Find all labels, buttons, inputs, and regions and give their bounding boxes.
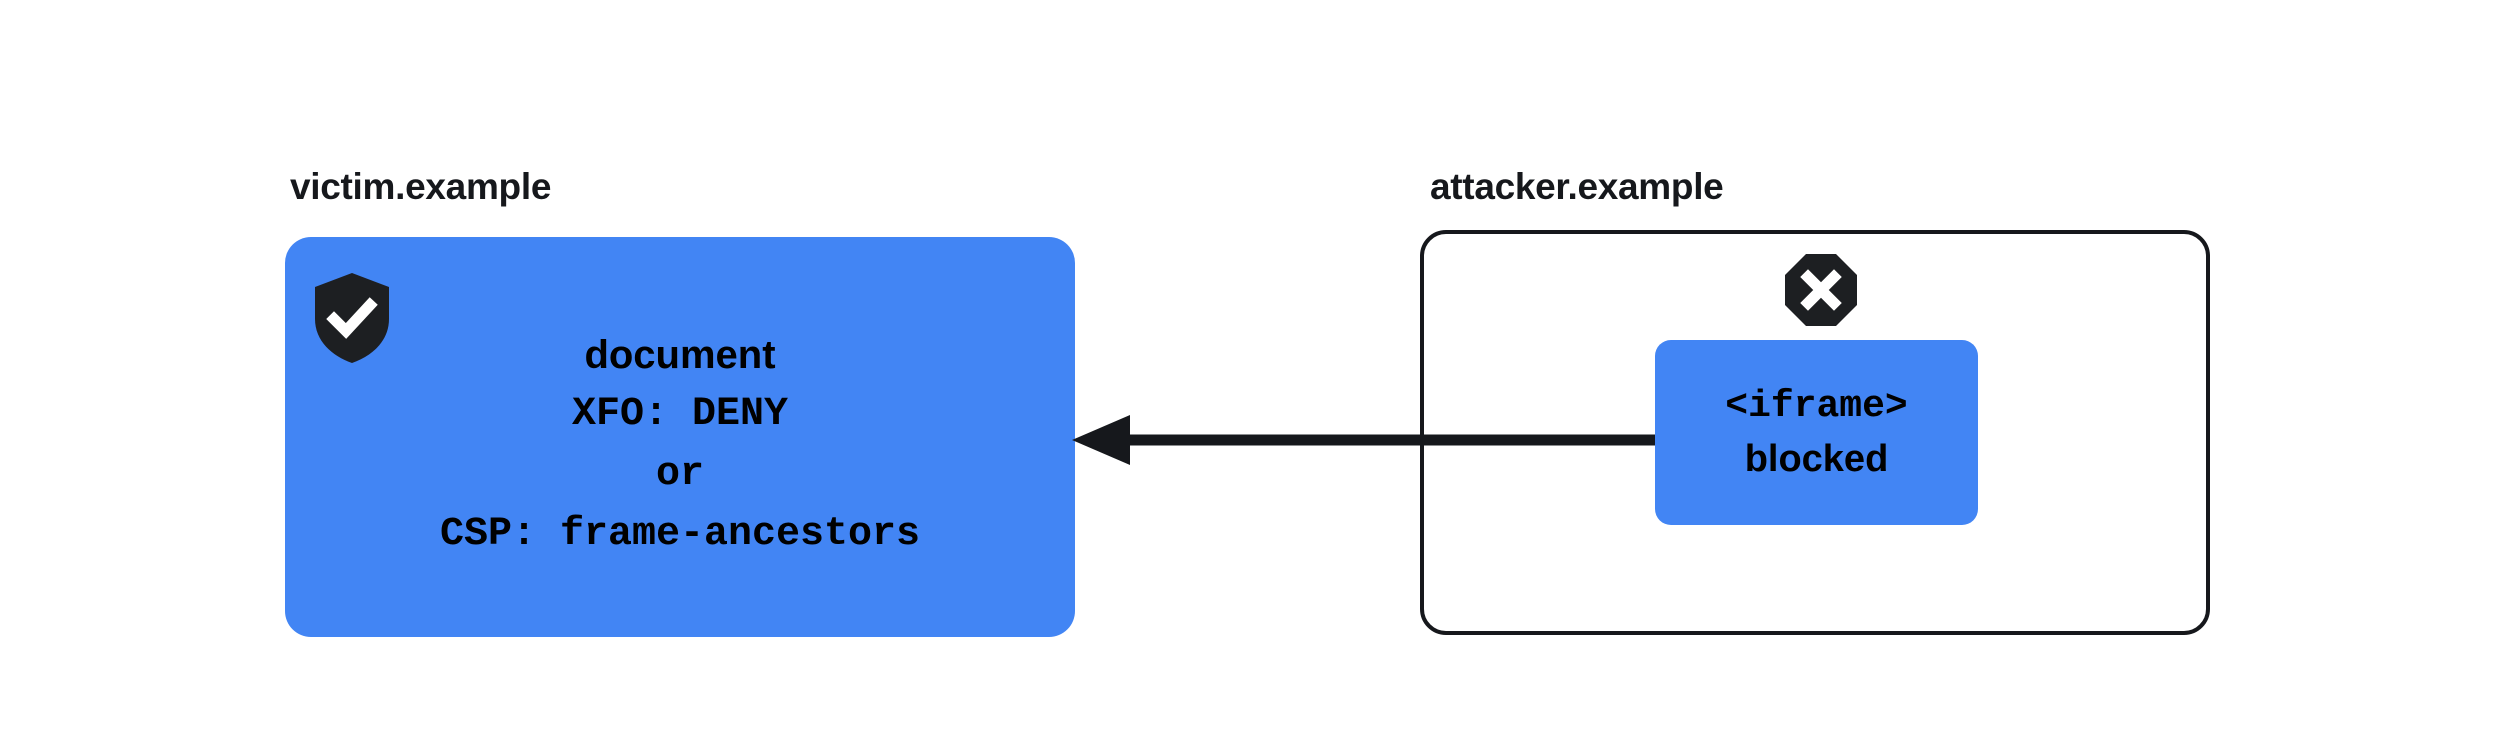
iframe-chip-status: blocked [1744,437,1889,480]
shield-check-icon [313,272,391,364]
victim-policy-lines: document XFO: DENY or CSP: frame-ancesto… [285,325,1075,565]
victim-line-csp: CSP: frame-ancestors [439,512,921,557]
victim-domain-label: victim.example [290,166,552,207]
blocked-iframe-chip: <iframe> blocked [1655,340,1978,525]
victim-line-document: document [584,333,776,377]
blocked-frame-request-arrow [1060,408,1670,472]
attacker-domain-label: attacker.example [1430,166,1724,207]
x-octagon-icon [1783,252,1859,328]
victim-line-or: or [655,452,704,497]
victim-line-xfo: XFO: DENY [571,392,789,437]
iframe-chip-tag: <iframe> [1725,384,1908,428]
victim-panel: document XFO: DENY or CSP: frame-ancesto… [285,237,1075,637]
